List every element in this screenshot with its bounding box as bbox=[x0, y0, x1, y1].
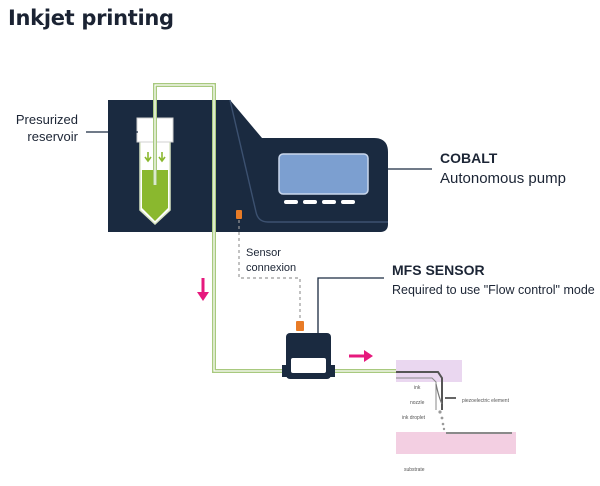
mfs-sensor-window bbox=[291, 358, 326, 373]
mfs-pointer bbox=[317, 277, 384, 333]
pump-button bbox=[303, 200, 317, 204]
inset-droplet-label: ink droplet bbox=[402, 415, 426, 421]
reservoir-arrow-icon bbox=[144, 152, 152, 163]
inkjet-inset: ink nozzle ink droplet piezoelectric ele… bbox=[396, 360, 516, 473]
pump-button bbox=[284, 200, 298, 204]
mfs-fitting bbox=[282, 365, 287, 377]
mfs-name: MFS SENSOR bbox=[392, 262, 485, 278]
pump-body bbox=[108, 100, 388, 232]
sensor-cable bbox=[238, 220, 301, 322]
mfs-fitting bbox=[330, 365, 335, 377]
pump-button bbox=[322, 200, 336, 204]
fluid-line bbox=[154, 84, 286, 372]
pump-screen bbox=[278, 153, 369, 195]
sensor-connexion-line1: Sensor bbox=[246, 247, 281, 259]
ink-droplet bbox=[442, 427, 446, 431]
inset-piezo-label: piezoelectric element bbox=[462, 398, 510, 404]
pump-button bbox=[341, 200, 355, 204]
reservoir-label-line2: reservoir bbox=[27, 129, 78, 144]
sensor-connexion-line2: connexion bbox=[246, 262, 296, 274]
reservoir-arrow-icon bbox=[158, 152, 166, 163]
substrate-layer bbox=[396, 432, 516, 454]
pump-description: Autonomous pump bbox=[440, 170, 566, 187]
mfs-connector bbox=[296, 321, 304, 331]
nozzle bbox=[396, 371, 443, 410]
reservoir-fluid bbox=[142, 170, 168, 221]
mfs-description: Required to use "Flow control" mode bbox=[392, 283, 595, 297]
pump-name: COBALT bbox=[440, 150, 498, 166]
pump-contour bbox=[229, 99, 388, 223]
ink-droplet bbox=[438, 410, 442, 414]
sensor-port bbox=[236, 210, 242, 219]
inset-nozzle-label: nozzle bbox=[410, 400, 425, 406]
ink-droplet bbox=[440, 416, 444, 420]
down-arrow-icon bbox=[197, 278, 209, 301]
inset-substrate-label: substrate bbox=[404, 467, 425, 473]
page-title: Inkjet printing bbox=[8, 6, 174, 30]
right-arrow-icon bbox=[349, 350, 373, 362]
ink-droplet bbox=[441, 422, 445, 426]
inset-ink-label: ink bbox=[414, 385, 421, 391]
reservoir-label-line1: Presurized bbox=[16, 112, 78, 127]
